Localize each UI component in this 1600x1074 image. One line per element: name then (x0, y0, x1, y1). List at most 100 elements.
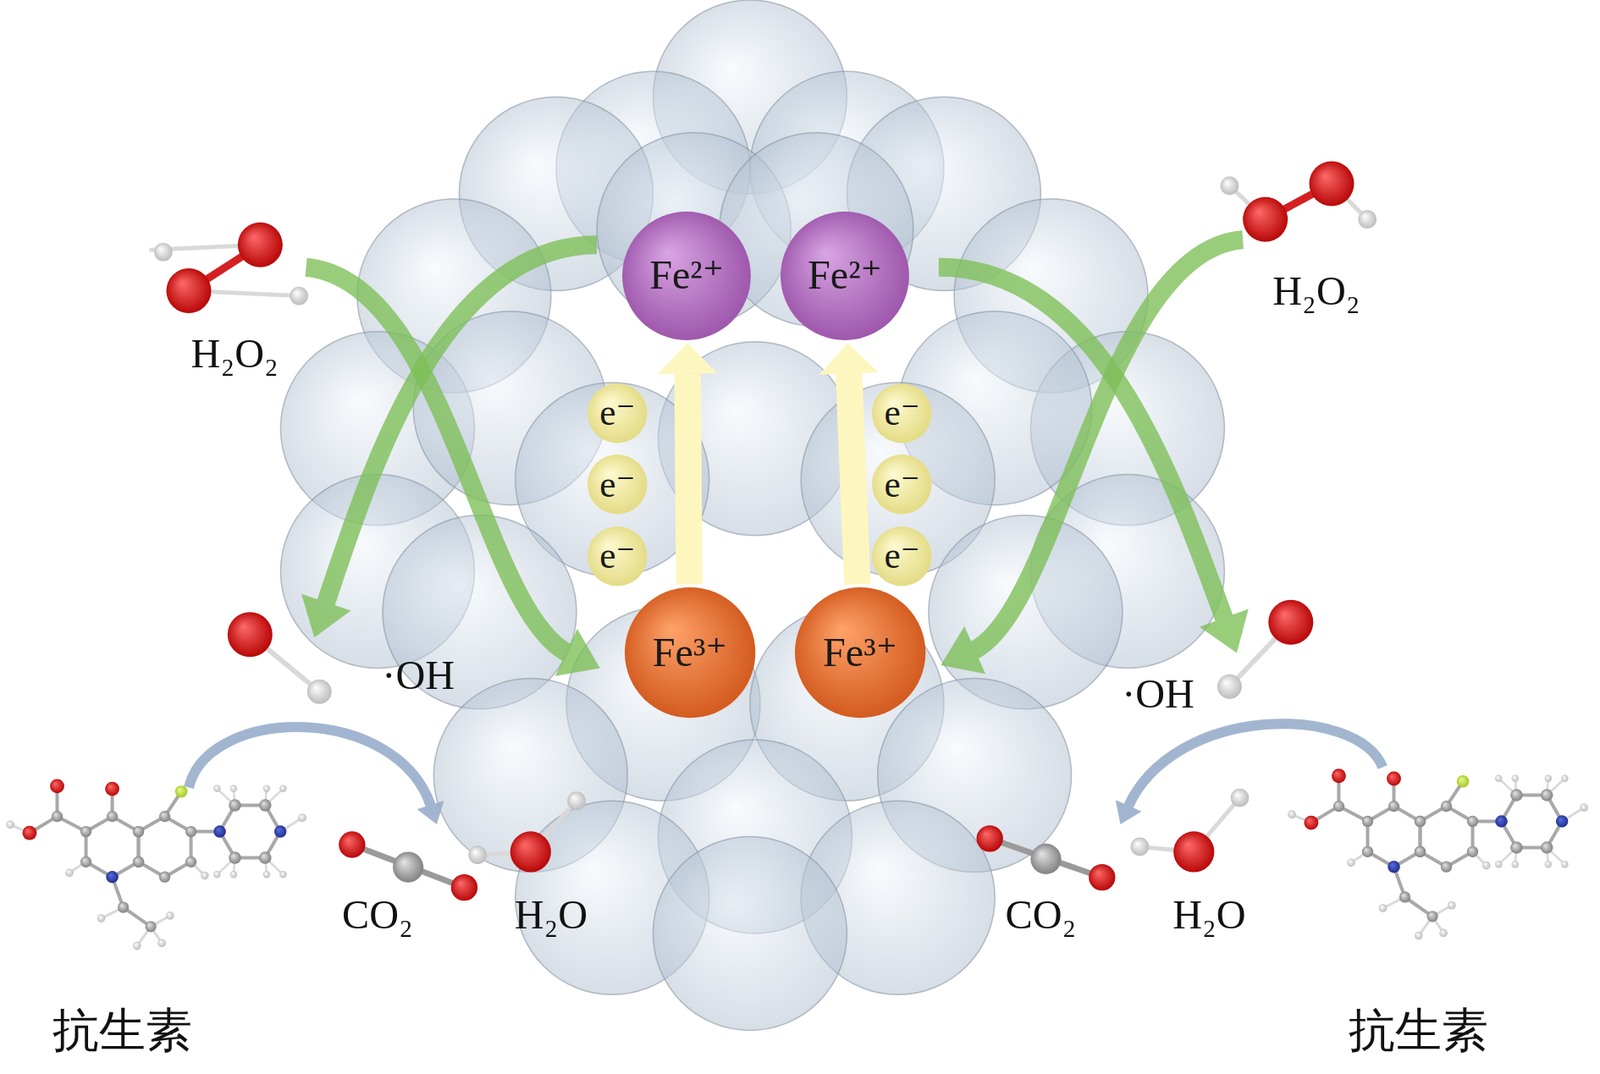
atom-ball (1173, 831, 1214, 872)
atom-ball (1467, 846, 1479, 858)
atom-ball (132, 856, 144, 868)
reaction-arrow-shaft (306, 267, 570, 655)
atom-ball (1388, 800, 1400, 812)
atom-ball (1357, 209, 1377, 229)
atom-ball (213, 871, 221, 878)
atom-ball (468, 845, 487, 865)
chemical-bond (989, 838, 1103, 878)
atom-ball (297, 813, 307, 823)
carbon-dioxide (338, 831, 478, 901)
pollutant-label: 抗生素 (52, 1005, 193, 1055)
atom-ball (451, 874, 478, 901)
atom-ball (1426, 910, 1438, 922)
atom-ball (213, 825, 226, 838)
product-label: CO₂ (342, 893, 414, 938)
reactant-label: H₂O₂ (1272, 269, 1360, 313)
atom-ball (49, 778, 65, 794)
atom-ball (1220, 176, 1240, 196)
reaction-arrow-head (301, 594, 351, 639)
atom-ball (1386, 772, 1402, 787)
atom-ball (1333, 800, 1345, 812)
arrow-head (657, 342, 718, 374)
hydroxyl-radical (1217, 600, 1314, 700)
product-label: H₂O (514, 893, 588, 938)
ion-label: e⁻ (599, 394, 635, 431)
atom-ball (106, 811, 118, 823)
atom-ball (185, 826, 197, 838)
atom-ball (1561, 775, 1568, 783)
atom-ball (976, 825, 1004, 852)
atom-ball (259, 799, 271, 812)
iron-ii-ion-ball (622, 211, 751, 341)
atom-ball (1414, 846, 1426, 858)
atom-ball (1439, 928, 1448, 938)
atom-ball (1540, 788, 1553, 801)
atom-ball (1414, 932, 1424, 941)
atom-ball (1414, 816, 1426, 828)
atom-ball (159, 871, 171, 883)
antibiotic-molecule (5, 778, 307, 950)
atom-ball (165, 911, 175, 921)
atom-ball (1242, 197, 1288, 243)
atom-ball (230, 785, 238, 793)
atom-ball (104, 782, 120, 797)
atom-ball (274, 825, 287, 838)
atom-ball (1482, 861, 1491, 871)
catalyst-cluster (280, 0, 1225, 1031)
atom-ball (259, 851, 271, 864)
atom-ball (1447, 901, 1457, 911)
antibiotic-molecule (1287, 768, 1589, 940)
ion-label: e⁻ (599, 466, 635, 503)
atom-ball (1540, 841, 1553, 854)
reaction-arrow-shaft (938, 267, 1225, 622)
atom-ball (117, 901, 129, 913)
atom-ball (567, 791, 586, 811)
reaction-arrow (940, 239, 1243, 674)
molecules (5, 160, 1589, 950)
chemical-bond (352, 844, 465, 889)
atom-ball (1362, 816, 1374, 828)
atom-ball (165, 268, 211, 314)
ion-label: Fe²⁺ (649, 254, 724, 296)
atom-ball (154, 242, 173, 262)
atom-ball (1230, 788, 1250, 808)
atom-ball (1544, 860, 1552, 868)
hydroxyl-radical (227, 612, 332, 704)
atom-ball (1303, 816, 1319, 831)
degradation-arrow-shaft (188, 727, 431, 807)
electron-ball (587, 383, 647, 443)
electron-transfer-arrow (657, 342, 718, 585)
electron: e⁻ (587, 454, 647, 514)
atom-ball (230, 871, 238, 878)
atom-ball (213, 785, 221, 793)
iron-ii-ion: Fe²⁺ (780, 211, 910, 341)
atom-ball (1414, 846, 1426, 858)
hydrogen-peroxide (150, 222, 309, 314)
atom-ball (157, 939, 166, 949)
atom-ball (237, 222, 283, 268)
reaction-arrow (301, 244, 597, 638)
product-label: CO₂ (1005, 893, 1077, 938)
atom-ball (1379, 904, 1388, 913)
atom-ball (51, 811, 63, 823)
electron-ball (587, 526, 647, 586)
atom-ball (1331, 768, 1347, 784)
atom-ball (1131, 838, 1150, 857)
carbon-dioxide (976, 825, 1116, 891)
cycle-arrows (188, 239, 1383, 825)
atom-ball (1346, 858, 1356, 867)
radical-label: ·OH (381, 654, 455, 698)
atom-ball (132, 826, 144, 838)
reaction-arrow-head (940, 626, 986, 674)
iron-ii-ion: Fe²⁺ (622, 211, 751, 341)
atom-ball (1088, 864, 1115, 891)
ion-label: e⁻ (883, 466, 920, 503)
atom-ball (1511, 860, 1519, 868)
arrow-shaft (687, 374, 690, 585)
atom-ball (227, 612, 273, 657)
ion-label: e⁻ (883, 537, 920, 574)
atom-ball (5, 821, 15, 830)
